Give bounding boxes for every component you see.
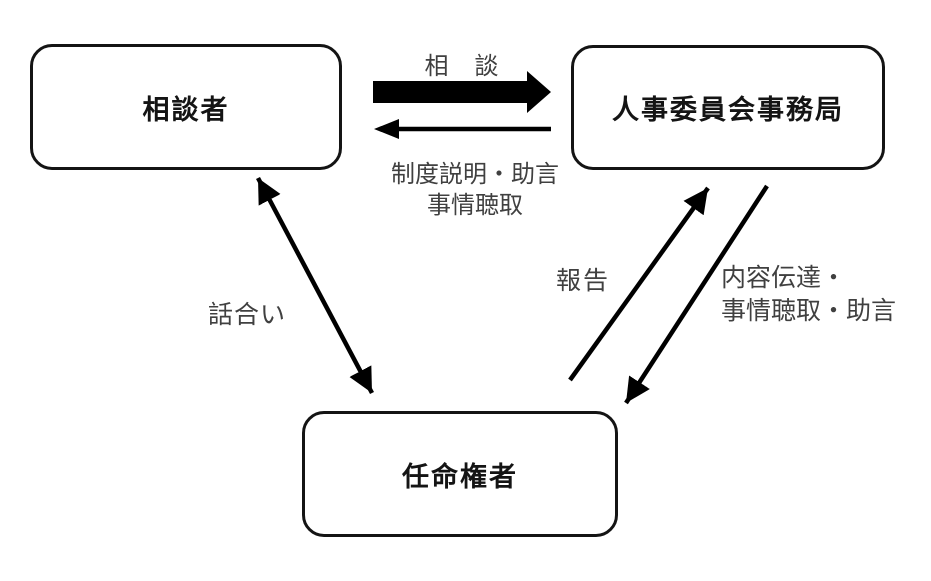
explain-arrow-label-line2: 事情聴取 (427, 192, 523, 219)
report-arrow (568, 186, 710, 382)
convey-arrow (624, 184, 769, 405)
discussion-arrow (256, 176, 374, 395)
consult-arrow-label: 相 談 (424, 53, 500, 80)
convey-arrow-label: 内容伝達・ 事情聴取・助言 (721, 262, 896, 328)
node-appointer-label: 任命権者 (402, 461, 518, 492)
explain-arrow-head (374, 119, 399, 139)
explain-arrow-label: 制度説明・助言 事情聴取 (345, 159, 605, 221)
discussion-arrow-label: 話合い (208, 301, 287, 329)
explain-arrow-label-line1: 制度説明・助言 (391, 161, 559, 188)
consult-arrow (373, 71, 551, 113)
node-appointer: 任命権者 (302, 411, 618, 537)
node-consulter-label: 相談者 (142, 94, 230, 125)
convey-arrow-label-line2: 事情聴取・助言 (721, 297, 897, 325)
node-secretariat: 人事委員会事務局 (571, 45, 885, 170)
convey-arrow-label-line1: 内容伝達・ (721, 264, 847, 292)
report-arrow-label: 報告 (556, 267, 611, 295)
node-secretariat-label: 人事委員会事務局 (612, 95, 844, 125)
node-consulter: 相談者 (30, 44, 342, 170)
